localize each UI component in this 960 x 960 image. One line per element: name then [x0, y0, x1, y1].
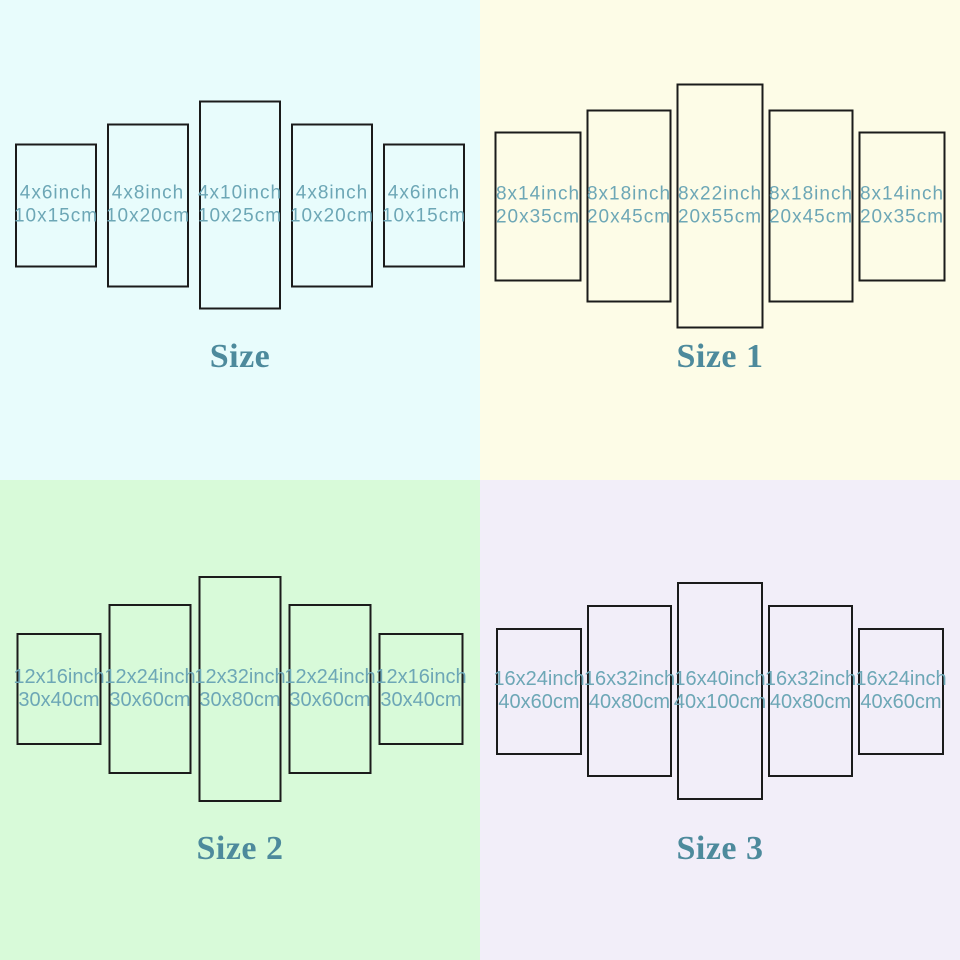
panel-inch-label: 12x32inch — [194, 665, 286, 688]
panel-cm-label: 40x80cm — [769, 691, 852, 713]
panel-cm-label: 40x60cm — [498, 691, 580, 713]
panel-cm-label: 10x20cm — [105, 205, 191, 226]
panel-cm-label: 30x40cm — [380, 689, 462, 711]
panel-cm-label: 30x60cm — [109, 689, 191, 711]
panel-inch-label: 8x14inch — [495, 183, 581, 205]
quadrant-title: Size 1 — [676, 338, 764, 375]
panel-inch-label: 12x24inch — [284, 665, 376, 688]
panel-cm-label: 30x60cm — [289, 689, 371, 711]
panel-cm-label: 20x35cm — [859, 206, 945, 227]
quadrant-title: Size 2 — [196, 830, 284, 867]
panel-cm-label: 30x40cm — [18, 689, 100, 711]
panel-cm-label: 20x35cm — [495, 206, 581, 227]
panel-inch-label: 16x24inch — [493, 667, 585, 690]
quadrant-title: Size 3 — [676, 830, 764, 867]
panel-cm-label: 40x60cm — [860, 691, 942, 713]
panel-inch-label: 16x40inch — [674, 667, 766, 690]
panel-inch-label: 12x24inch — [104, 665, 196, 688]
panel-inch-label: 4x10inch — [197, 182, 283, 204]
panel-inch-label: 16x32inch — [583, 667, 676, 690]
panel-cm-label: 20x45cm — [768, 206, 854, 227]
panel-cm-label: 40x80cm — [588, 691, 671, 713]
panel-cm-label: 10x20cm — [289, 205, 375, 226]
panel-inch-label: 8x18inch — [768, 183, 854, 205]
panel-inch-label: 8x14inch — [859, 183, 945, 205]
panel-inch-label: 4x8inch — [111, 182, 185, 204]
panel-inch-label: 4x6inch — [19, 182, 93, 204]
panel-inch-label: 4x6inch — [387, 182, 461, 204]
panel-cm-label: 10x15cm — [381, 205, 467, 226]
panel-inch-label: 16x24inch — [855, 667, 947, 690]
panel-inch-label: 4x8inch — [295, 182, 369, 204]
quadrant-title: Size — [209, 338, 271, 375]
panel-inch-label: 8x22inch — [677, 183, 763, 205]
panel-inch-label: 8x18inch — [586, 183, 672, 205]
panel-cm-label: 30x80cm — [199, 689, 281, 711]
panel-cm-label: 10x25cm — [197, 205, 283, 226]
panel-inch-label: 12x16inch — [13, 665, 105, 688]
panel-cm-label: 40x100cm — [673, 691, 767, 713]
panel-cm-label: 10x15cm — [13, 205, 99, 226]
panel-cm-label: 20x55cm — [677, 206, 763, 227]
panel-cm-label: 20x45cm — [586, 206, 672, 227]
panel-inch-label: 16x32inch — [764, 667, 857, 690]
panel-inch-label: 12x16inch — [375, 665, 467, 688]
